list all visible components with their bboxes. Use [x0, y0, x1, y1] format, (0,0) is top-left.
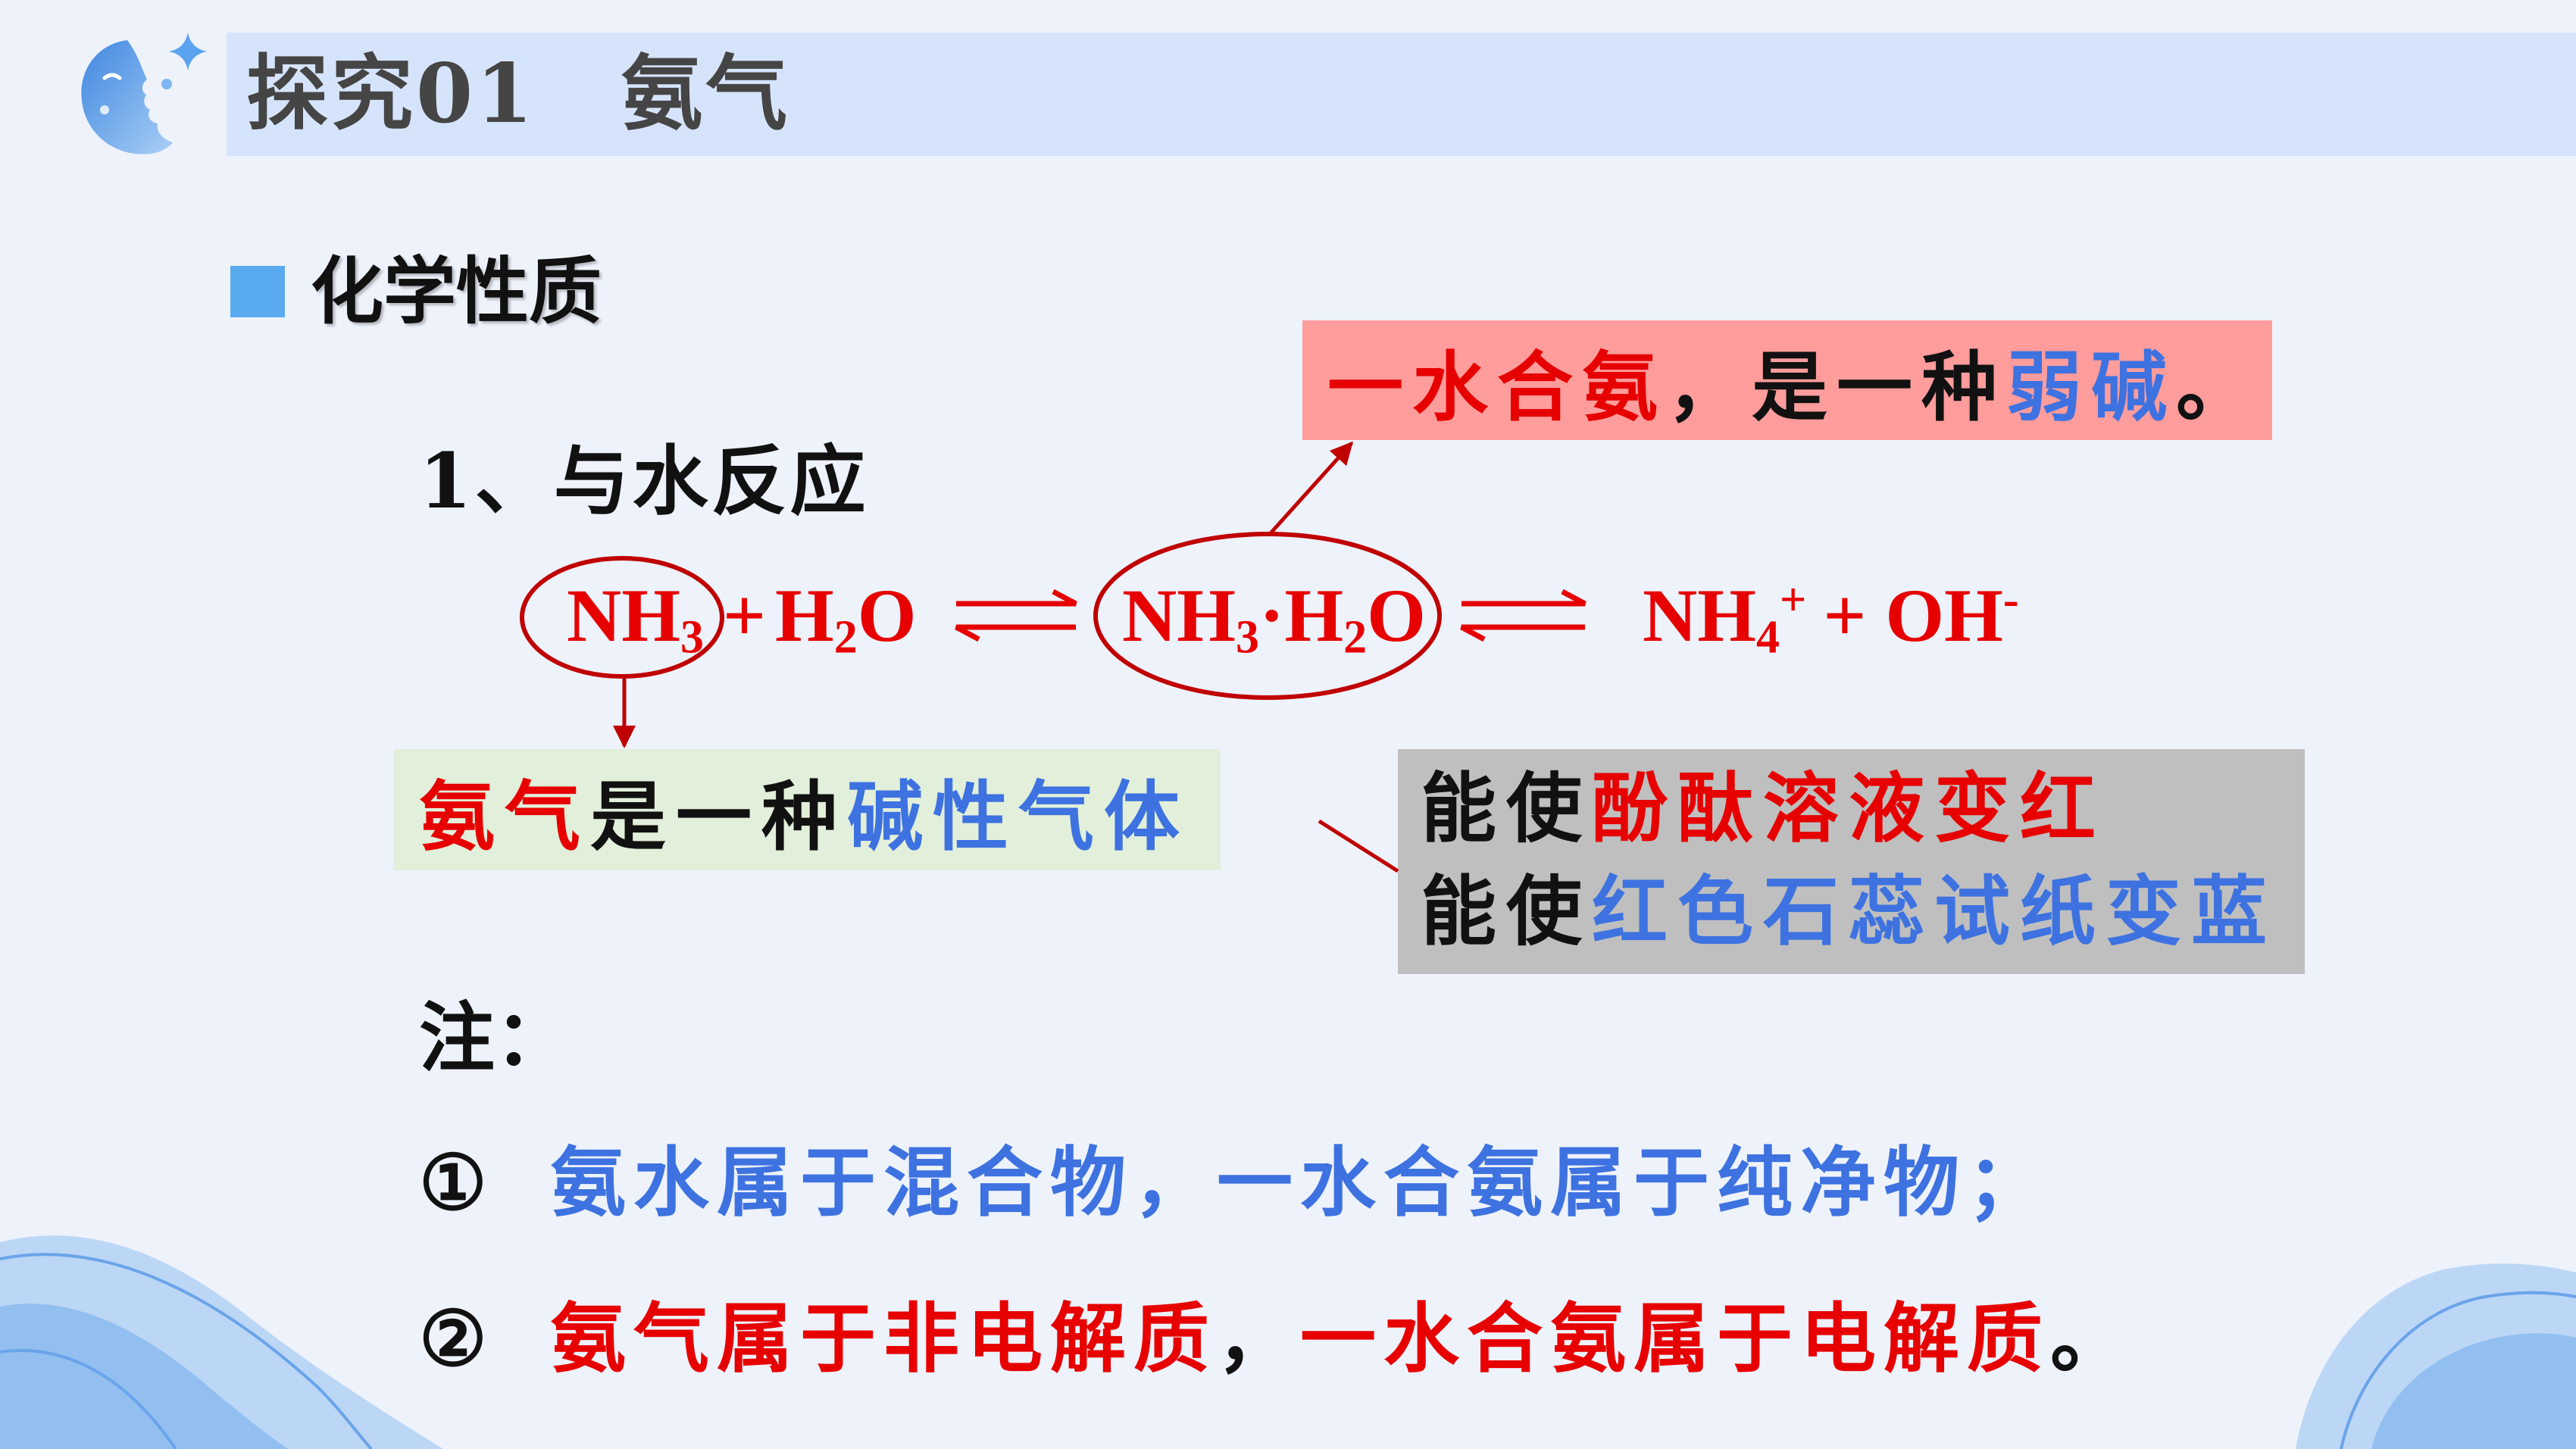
superscript: -: [2002, 573, 2019, 626]
note-item: 氨气属于非电解质，一水合氨属于电解质。: [550, 1293, 2134, 1384]
callout-segment: 。: [2176, 342, 2261, 432]
box-segment: 能使: [1421, 764, 1592, 853]
note-item: 氨水属于混合物，一水合氨属于纯净物；: [550, 1137, 2050, 1228]
subscript: 2: [833, 611, 858, 664]
callout-segment: ，是一种: [1667, 342, 2006, 432]
reactant-ammonia: NH3: [567, 570, 704, 661]
formula-part: NH: [1122, 573, 1236, 657]
indicator-line: 能使红色石蕊试纸变蓝: [1421, 860, 2305, 963]
superscript: +: [1780, 573, 1807, 626]
box-segment: 碱性气体: [847, 771, 1190, 861]
box-segment: 是一种: [590, 771, 847, 861]
weak-base-callout: 一水合氨 ，是一种 弱碱 。: [1302, 320, 2272, 440]
formula-part: + OH: [1823, 573, 2003, 657]
subscript: 4: [1756, 611, 1780, 664]
plus-sign: +: [723, 573, 766, 657]
callout-segment: 一水合氨: [1327, 342, 1667, 432]
formula-part: ·H: [1259, 573, 1344, 657]
reactant-water: H2O: [775, 570, 917, 661]
subscript: 3: [680, 611, 704, 664]
note-marker: ①: [419, 1138, 487, 1227]
section-bullet: [230, 266, 285, 317]
note-marker: ②: [419, 1294, 487, 1383]
section-title: 化学性质: [311, 249, 602, 334]
formula-part: NH: [567, 573, 680, 657]
bottom-left-wave-decoration: [0, 1235, 443, 1449]
formula-part: NH: [1643, 573, 1756, 657]
header-bar: [227, 33, 2576, 156]
moon-star-logo-icon: [81, 33, 207, 155]
product-ammonia-hydrate: NH3·H2O: [1122, 570, 1426, 661]
notes-label: 注：: [419, 993, 571, 1082]
formula-part: H: [775, 573, 834, 657]
box-segment: 氨气: [419, 771, 590, 861]
box-segment: 能使: [1421, 867, 1592, 956]
page-title: 探究01 氨气: [246, 46, 791, 142]
alkaline-gas-box: 氨气 是一种 碱性气体: [394, 749, 1221, 870]
formula-part: O: [1367, 573, 1426, 657]
note-segment: 。: [2050, 1294, 2134, 1383]
subscript: 2: [1343, 611, 1368, 664]
indicator-box: 能使酚酞溶液变红 能使红色石蕊试纸变蓝: [1398, 749, 2305, 974]
box-segment: 红色石蕊试纸变蓝: [1592, 867, 2277, 956]
subscript: 3: [1236, 611, 1259, 664]
callout-segment: 弱碱: [2006, 342, 2176, 432]
note-segment: ，: [1217, 1294, 1300, 1383]
note-segment: 一水合氨属于电解质: [1300, 1294, 2050, 1383]
box-segment: 酚酞溶液变红: [1592, 764, 2106, 853]
indicator-line: 能使酚酞溶液变红: [1421, 757, 2305, 860]
subheading: 1、与水反应: [419, 436, 869, 526]
formula-part: O: [857, 573, 917, 657]
note-segment: 氨水属于混合物，一水合氨属于纯净物；: [550, 1138, 2050, 1227]
product-ions: NH4+ + OH-: [1643, 570, 2019, 661]
bottom-right-wave-decoration: [2296, 1263, 2576, 1449]
note-segment: 氨气属于非电解质: [550, 1294, 1217, 1383]
